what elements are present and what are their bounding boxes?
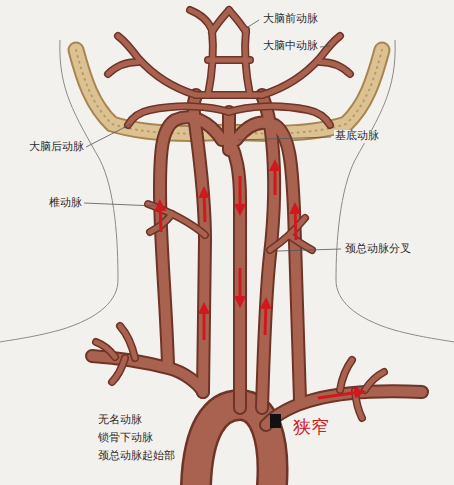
drawing-part xyxy=(274,165,277,195)
drawing-part xyxy=(0,40,118,342)
artery-label: 锁骨下动脉 xyxy=(97,432,154,445)
drawing-part xyxy=(96,10,384,418)
drawing-part xyxy=(196,405,273,485)
drawing-part xyxy=(86,124,131,147)
drawing-part xyxy=(96,10,384,418)
drawing-part xyxy=(238,137,331,140)
artery-label: 无名动脉 xyxy=(97,414,143,427)
drawing-part xyxy=(295,208,296,240)
flow-arrows xyxy=(160,165,360,398)
stenosis-label: 狭窄 xyxy=(292,417,330,438)
stenosis-mark xyxy=(270,414,281,428)
neck-outline xyxy=(0,40,454,342)
drawing-part xyxy=(204,192,205,222)
drawing-part xyxy=(336,40,454,342)
drawing-part xyxy=(196,405,273,485)
drawing-part xyxy=(203,308,206,340)
artery-label: 大脑后动脉 xyxy=(28,141,85,154)
drawing-part xyxy=(239,268,242,302)
artery-label: 大脑中动脉 xyxy=(262,40,319,53)
drawing-part xyxy=(318,392,360,398)
drawing-part xyxy=(320,46,330,47)
arteries xyxy=(92,10,422,485)
drawing-part xyxy=(265,303,266,335)
drawing-part xyxy=(239,176,242,210)
artery-label: 基底动脉 xyxy=(334,130,380,143)
drawing-part xyxy=(160,205,161,232)
drawing-part xyxy=(84,203,156,206)
artery-label: 大脑前动脉 xyxy=(262,13,319,26)
leader-lines xyxy=(84,20,341,251)
drawing-part xyxy=(248,20,259,27)
drawing-part xyxy=(277,249,341,251)
artery-label: 颈总动脉分叉 xyxy=(344,243,412,256)
artery-label: 颈总动脉起始部 xyxy=(97,450,176,463)
artery-label: 椎动脉 xyxy=(48,197,83,210)
